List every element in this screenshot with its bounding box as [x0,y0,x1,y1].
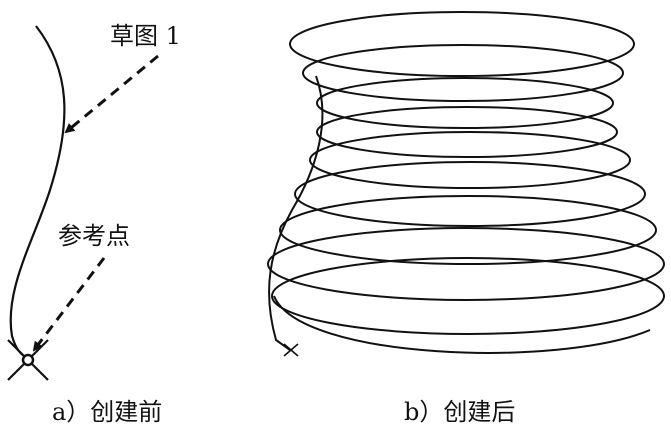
helix-coil [309,131,631,189]
helix-start-marker [283,343,299,357]
helix-coil [294,161,646,227]
caption-before: a）创建前 [52,398,163,426]
helix-coil [271,257,665,335]
sketch-leader-arrow [64,54,159,134]
helix-coil [316,106,618,158]
caption-after: b）创建后 [404,398,516,426]
helix-coil [289,11,635,77]
helix-coil [279,195,657,265]
helix-lower-coil [273,295,651,354]
panel-before [7,25,159,381]
reference-leader-arrow [32,257,106,352]
helix-coil [267,227,665,301]
helix-spine [268,75,324,351]
reference-point-marker [7,339,49,381]
sketch-label: 草图 1 [110,22,181,50]
helix-coil [302,44,624,102]
panel-after [267,11,665,357]
sketch-curve [9,25,66,360]
helix-coil [316,77,614,129]
reference-point-label: 参考点 [58,222,130,250]
